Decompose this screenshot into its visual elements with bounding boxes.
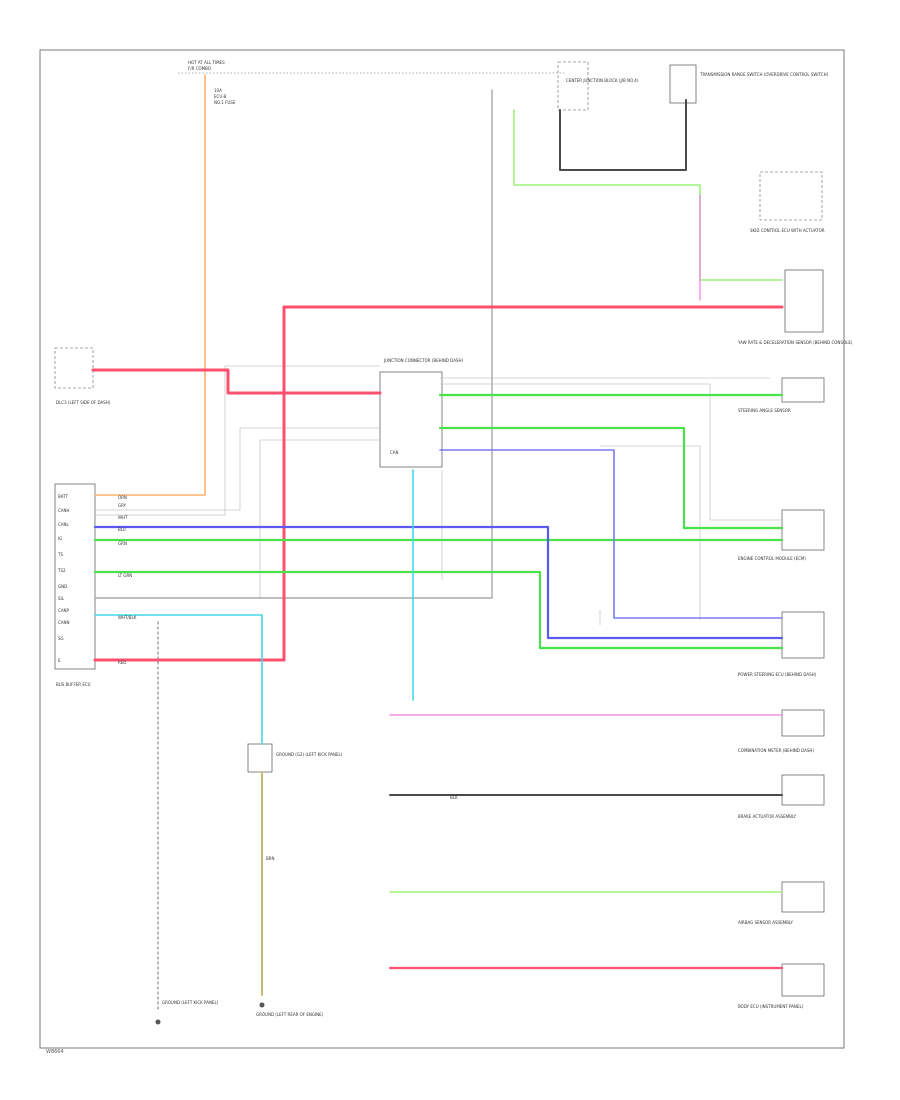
steering-angle-sensor: STEERING ANGLE SENSOR: [738, 377, 825, 413]
combination-meter: COMBINATION METER (BEHIND DASH): [738, 709, 825, 753]
airbag-sensor-label: AIRBAG SENSOR ASSEMBLY: [738, 920, 794, 925]
bus-buffer-ecu: BUS BUFFER ECU: [54, 483, 96, 687]
pin-label: IG: [58, 536, 62, 541]
pin-label: CANP: [58, 608, 70, 613]
dlc3-connector: DLC3 (LEFT SIDE OF DASH): [54, 347, 111, 405]
pin-label: SG: [58, 636, 64, 641]
bus-buffer-ecu-label: BUS BUFFER ECU: [56, 682, 91, 687]
label-wire-grn: GRN: [118, 541, 127, 546]
center-junction-block: CENTER JUNCTION BLOCK (J/B NO.4): [557, 61, 639, 111]
label-wire-blu: BLU: [118, 527, 126, 532]
label-wire-red: RED: [118, 660, 126, 665]
fuse-box-top-label: HOT AT ALL TIMES: [188, 60, 225, 65]
wire-green-power-steering: [93, 570, 784, 650]
pin-label: GND: [58, 584, 67, 589]
pin-label: SIL: [58, 596, 65, 601]
fuse-rating-label: 10A: [214, 88, 222, 93]
yaw-rate-sensor-label: YAW RATE & DECELERATION SENSOR (BEHIND C…: [737, 340, 853, 345]
wire-orange: [94, 74, 206, 496]
wire-blue-main: [93, 525, 784, 640]
body-ecu-label: BODY ECU (INSTRUMENT PANEL): [738, 1004, 804, 1009]
pin-label: CANN: [58, 620, 70, 625]
label-wire-orn: ORN: [118, 495, 127, 500]
wire-labels: GRY WHT BLU GRN LT GRN WHT/BLK RED ORN B…: [118, 450, 458, 861]
label-wire-wht-blk: WHT/BLK: [118, 615, 137, 620]
pin-label: TS: [57, 552, 63, 557]
diagram-frame: [39, 49, 845, 1049]
colored-wires: [91, 74, 784, 1013]
wire-gray-vertical: [94, 89, 493, 599]
power-steering-ecu: POWER STEERING ECU (BEHIND DASH): [738, 611, 825, 677]
dark-wires: [94, 89, 783, 796]
body-ecu: BODY ECU (INSTRUMENT PANEL): [738, 963, 825, 1009]
fuse-box: HOT AT ALL TIMES F/R COMBO 10A ECU-B NO.…: [178, 60, 565, 105]
wire-blue-junction: [439, 449, 783, 619]
label-wire-gry: GRY: [118, 503, 127, 508]
combination-meter-label: COMBINATION METER (BEHIND DASH): [738, 748, 814, 753]
engine-control-module: ENGINE CONTROL MODULE (ECM): [738, 509, 825, 561]
label-wire-brn: BRN: [266, 856, 275, 861]
transmission-range-label: TRANSMISSION RANGE SWITCH (OVERDRIVE CON…: [699, 72, 829, 77]
footer-code: W8664: [46, 1049, 64, 1055]
brake-actuator-label: BRAKE ACTUATOR ASSEMBLY: [738, 814, 797, 819]
ground-bottom: GROUND (LEFT REAR OF ENGINE): [256, 1002, 324, 1017]
pin-label: TS2: [57, 568, 66, 573]
power-steering-ecu-label: POWER STEERING ECU (BEHIND DASH): [738, 672, 817, 677]
wire-red-dlc: [91, 368, 382, 395]
junction-connector: JUNCTION CONNECTOR (BEHIND DASH): [379, 358, 463, 468]
label-connector-can: CAN: [390, 450, 399, 455]
transmission-range-switch: TRANSMISSION RANGE SWITCH (OVERDRIVE CON…: [669, 64, 829, 104]
label-wire-wht: WHT: [118, 515, 128, 520]
label-wire-blk: BLK: [450, 795, 458, 800]
junction-connector-label: JUNCTION CONNECTOR (BEHIND DASH): [383, 358, 463, 363]
steering-angle-sensor-label: STEERING ANGLE SENSOR: [738, 408, 791, 413]
fuse-no-label: NO.1 FUSE: [214, 100, 236, 105]
dlc3-label: DLC3 (LEFT SIDE OF DASH): [56, 400, 111, 405]
wire-green-engine: [438, 426, 784, 530]
fuse-name-label: ECU-B: [214, 94, 227, 99]
pin-label: E: [58, 658, 61, 663]
engine-control-module-label: ENGINE CONTROL MODULE (ECM): [738, 556, 806, 561]
ground-left: GROUND (LEFT KICK PANEL): [155, 1000, 219, 1025]
skid-control-ecu: SKID CONTROL ECU WITH ACTUATOR: [750, 171, 825, 233]
fuse-box-id-label: F/R COMBO: [188, 66, 211, 71]
pin-label: BATT: [58, 494, 69, 499]
wire-dark-upper: [559, 99, 687, 171]
ground-center: GROUND (G2) (LEFT KICK PANEL): [247, 743, 343, 773]
pin-label: CANL: [58, 522, 70, 527]
pin-label: CANH: [58, 508, 70, 513]
wire-cyan-ground: [94, 614, 263, 745]
skid-control-ecu-label: SKID CONTROL ECU WITH ACTUATOR: [750, 228, 825, 233]
label-wire-lt-grn: LT GRN: [118, 573, 132, 578]
airbag-sensor-assembly: AIRBAG SENSOR ASSEMBLY: [738, 881, 825, 925]
brake-actuator-assembly: BRAKE ACTUATOR ASSEMBLY: [738, 774, 825, 819]
ground-center-label: GROUND (G2) (LEFT KICK PANEL): [276, 752, 343, 757]
bus-buffer-pins: BATT CANH CANL IG TS TS2 GND SIL CANP CA…: [57, 494, 70, 663]
center-junction-label: CENTER JUNCTION BLOCK (J/B NO.4): [566, 78, 639, 83]
ground-left-label: GROUND (LEFT KICK PANEL): [162, 1000, 219, 1005]
ground-bottom-label: GROUND (LEFT REAR OF ENGINE): [256, 1012, 324, 1017]
wire-light-green-top: [513, 109, 783, 281]
yaw-rate-sensor: YAW RATE & DECELERATION SENSOR (BEHIND C…: [737, 269, 853, 345]
wire-red-main: [93, 305, 784, 662]
